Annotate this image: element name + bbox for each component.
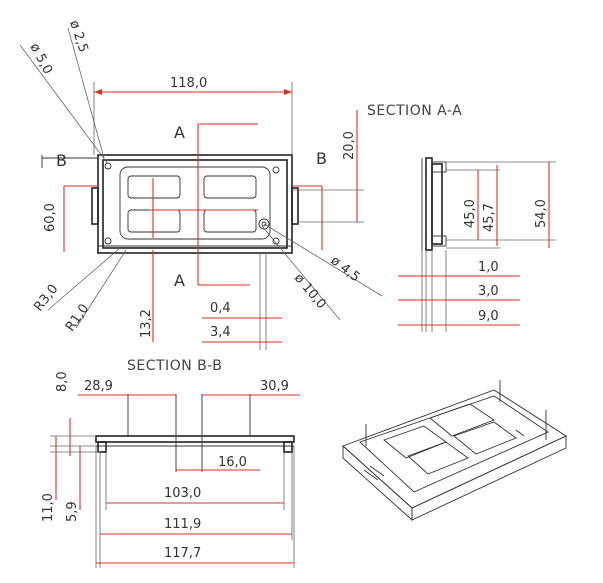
dim-3-4: 3,4: [210, 325, 231, 340]
section-marker-a-top: A: [174, 123, 185, 142]
section-a-a-title: SECTION A-A: [367, 103, 462, 119]
dim-9: 9,0: [478, 309, 499, 324]
dim-117-7: 117,7: [164, 546, 201, 561]
dim-45-7: 45,7: [482, 203, 497, 232]
dim-16: 16,0: [218, 455, 247, 470]
dim-0-4: 0,4: [210, 301, 231, 316]
dim-28-9: 28,9: [84, 379, 113, 394]
dim-r1: R1,0: [63, 301, 92, 334]
dim-8: 8,0: [55, 371, 70, 392]
dim-5-9: 5,9: [65, 501, 80, 522]
dim-103: 103,0: [164, 486, 201, 501]
section-b-b: SECTION B-B 28,9 30,9 16,0 8,0 11,0 5,9: [41, 358, 300, 568]
dim-1: 1,0: [478, 260, 499, 275]
dim-13-2: 13,2: [139, 309, 154, 338]
front-view: [91, 154, 299, 254]
section-b-b-title: SECTION B-B: [127, 358, 222, 374]
section-a-a: SECTION A-A 45,0 45,7 54,0 1,0 3,0 9,0: [367, 103, 556, 332]
dim-60: 60,0: [43, 203, 58, 232]
section-marker-a-bottom: A: [174, 271, 185, 290]
dim-phi-2-5: ø 2,5: [66, 19, 90, 55]
dim-r3: R3,0: [31, 282, 61, 315]
dim-phi-5: ø 5,0: [26, 41, 55, 77]
dim-54: 54,0: [534, 199, 549, 228]
section-marker-b-left: B: [56, 151, 67, 170]
dim-45: 45,0: [463, 199, 478, 228]
front-view-dimensions: ø 5,0 ø 2,5 118,0 20,0 60,0 B B A A: [19, 19, 383, 350]
dim-3: 3,0: [478, 284, 499, 299]
dim-11: 11,0: [41, 493, 56, 522]
dim-phi-10: ø 10,0: [291, 271, 329, 312]
section-marker-b-right: B: [316, 149, 327, 168]
dim-118: 118,0: [170, 76, 207, 91]
dim-111-9: 111,9: [164, 517, 201, 532]
isometric-view: [342, 380, 567, 522]
dim-20: 20,0: [342, 131, 357, 160]
dim-30-9: 30,9: [260, 379, 289, 394]
